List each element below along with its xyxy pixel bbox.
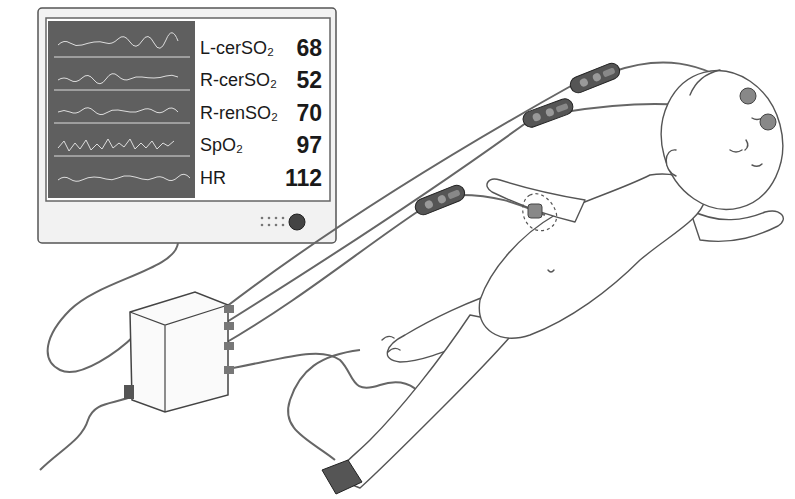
waveform-panel	[48, 21, 195, 198]
monitor-bezel	[38, 8, 336, 243]
reading-label: L-cerSO₂	[200, 39, 274, 57]
monitor-screen: L-cerSO₂ 68R-cerSO₂ 52R-renSO₂ 70SpO₂ 97HR 11…	[46, 18, 330, 201]
reading-value: 52	[296, 69, 322, 92]
pulse-oximeter-probe	[322, 460, 362, 494]
reading-label: R-renSO₂	[200, 104, 278, 122]
reading-value: 97	[296, 134, 322, 157]
reading-value: 112	[285, 167, 322, 190]
reading-label: HR	[200, 169, 226, 187]
renal-sensor	[528, 204, 542, 218]
monitor-screen	[46, 18, 330, 201]
infant	[335, 57, 795, 488]
monitor-dots	[261, 217, 285, 227]
reading-value: 70	[296, 102, 322, 125]
head-sensors	[740, 88, 776, 130]
reading-label: R-cerSO₂	[200, 71, 277, 89]
kidney-outline	[523, 194, 557, 231]
waveforms	[54, 33, 190, 182]
reading-value: 68	[296, 37, 322, 60]
hub-box	[124, 292, 234, 412]
reading-label: SpO₂	[200, 136, 243, 154]
power-button	[289, 214, 305, 230]
